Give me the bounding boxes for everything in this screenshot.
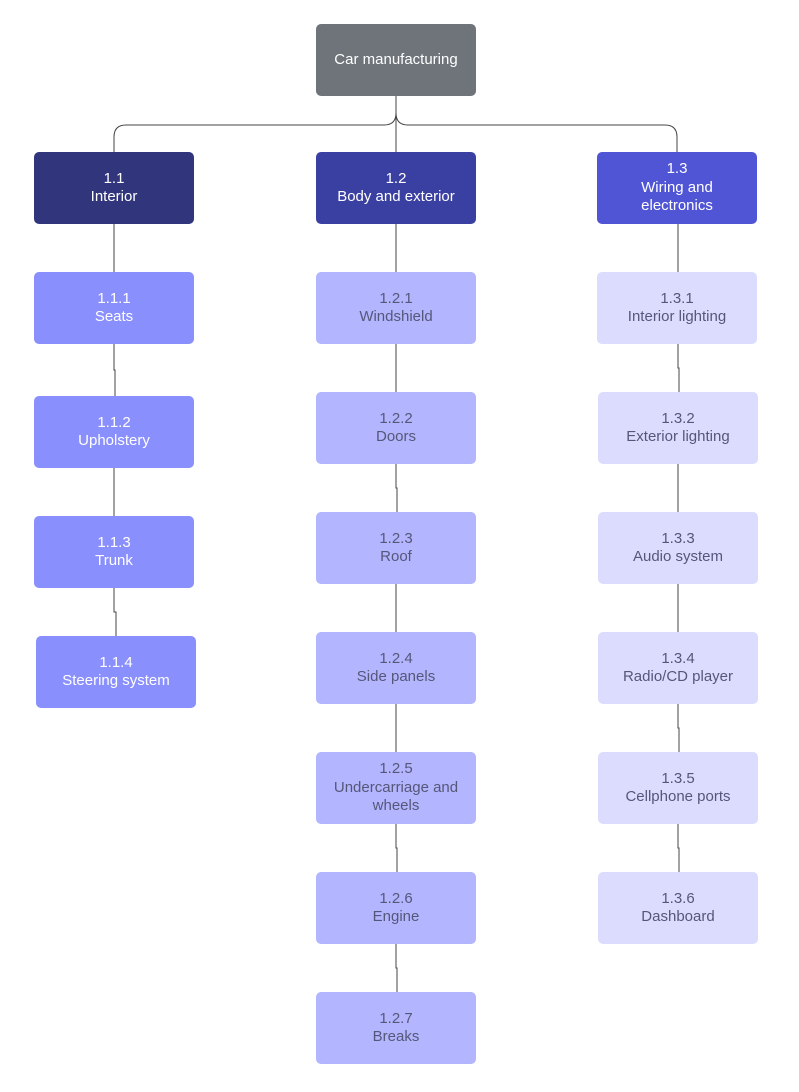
node-label: Doors — [375, 428, 416, 445]
node-code: 1.2.1 — [379, 289, 413, 307]
node-code: 1.3.3 — [661, 529, 695, 547]
node-1-2-2-doors: 1.2.2 Doors — [316, 392, 476, 464]
node-code: 1.2 — [385, 169, 407, 187]
node-label: Radio/CD player — [622, 668, 734, 685]
node-label: Cellphone ports — [625, 788, 731, 805]
node-1-2-4-side-panels: 1.2.4 Side panels — [316, 632, 476, 704]
node-code: 1.1 — [103, 169, 125, 187]
node-label: Seats — [94, 308, 134, 325]
node-label: Steering system — [62, 672, 170, 689]
node-1-2-body-and-exterior: 1.2 Body and exterior — [316, 152, 476, 224]
node-1-3-wiring-and-electronics: 1.3 Wiring and electronics — [597, 152, 757, 224]
node-1-2-3-roof: 1.2.3 Roof — [316, 512, 476, 584]
node-label: Engine — [372, 908, 420, 925]
connector-1-3-4 — [677, 704, 680, 752]
connector-1-2-2 — [395, 464, 398, 512]
node-label: Car manufacturing — [334, 50, 458, 68]
node-label: Upholstery — [78, 432, 150, 449]
node-label: Dashboard — [641, 908, 715, 925]
node-label: Audio system — [632, 548, 724, 565]
node-1-1-2-upholstery: 1.1.2 Upholstery — [34, 396, 194, 468]
node-code: 1.3.4 — [661, 649, 695, 667]
node-1-3-5-cellphone-ports: 1.3.5 Cellphone ports — [598, 752, 758, 824]
node-1-3-1-interior-lighting: 1.3.1 Interior lighting — [597, 272, 757, 344]
node-label: Undercarriage and wheels — [333, 778, 459, 815]
node-car-manufacturing: Car manufacturing — [316, 24, 476, 96]
node-code: 1.1.1 — [97, 289, 131, 307]
connector-1-2-6 — [395, 944, 398, 992]
node-label: Windshield — [359, 308, 433, 325]
connector-1-1-3 — [113, 588, 117, 636]
node-1-3-6-dashboard: 1.3.6 Dashboard — [598, 872, 758, 944]
node-code: 1.2.2 — [379, 409, 413, 427]
node-label: Interior — [90, 188, 138, 205]
node-1-1-3-trunk: 1.1.3 Trunk — [34, 516, 194, 588]
node-1-2-7-breaks: 1.2.7 Breaks — [316, 992, 476, 1064]
node-code: 1.1.4 — [99, 653, 133, 671]
node-code: 1.2.5 — [379, 760, 413, 778]
connector-root-right — [395, 112, 678, 152]
node-code: 1.3 — [666, 160, 688, 178]
node-1-2-6-engine: 1.2.6 Engine — [316, 872, 476, 944]
node-label: Roof — [380, 548, 412, 565]
node-1-2-5-undercarriage-and-wheels: 1.2.5 Undercarriage and wheels — [316, 752, 476, 824]
node-1-1-4-steering-system: 1.1.4 Steering system — [36, 636, 196, 708]
node-label: Exterior lighting — [626, 428, 730, 445]
node-1-2-1-windshield: 1.2.1 Windshield — [316, 272, 476, 344]
node-code: 1.2.6 — [379, 889, 413, 907]
node-1-1-1-seats: 1.1.1 Seats — [34, 272, 194, 344]
connector-1-1-1 — [113, 344, 116, 396]
node-code: 1.1.3 — [97, 533, 131, 551]
node-label: Breaks — [372, 1028, 420, 1045]
node-label: Interior lighting — [627, 308, 727, 325]
node-code: 1.3.2 — [661, 409, 695, 427]
node-label: Side panels — [356, 668, 436, 685]
node-label: Body and exterior — [337, 188, 455, 205]
node-label: Trunk — [95, 552, 133, 569]
node-code: 1.1.2 — [97, 413, 131, 431]
node-1-1-interior: 1.1 Interior — [34, 152, 194, 224]
node-code: 1.3.5 — [661, 769, 695, 787]
connector-root — [113, 96, 397, 152]
node-code: 1.3.1 — [660, 289, 694, 307]
node-1-3-4-radio-cd-player: 1.3.4 Radio/CD player — [598, 632, 758, 704]
node-code: 1.2.4 — [379, 649, 413, 667]
node-1-3-3-audio-system: 1.3.3 Audio system — [598, 512, 758, 584]
node-code: 1.2.7 — [379, 1009, 413, 1027]
connector-1-3-1 — [677, 344, 680, 392]
node-label: Wiring and electronics — [641, 178, 713, 215]
connector-1-2-5 — [395, 824, 398, 872]
node-code: 1.3.6 — [661, 889, 695, 907]
connector-1-3-5 — [677, 824, 680, 872]
node-1-3-2-exterior-lighting: 1.3.2 Exterior lighting — [598, 392, 758, 464]
node-code: 1.2.3 — [379, 529, 413, 547]
